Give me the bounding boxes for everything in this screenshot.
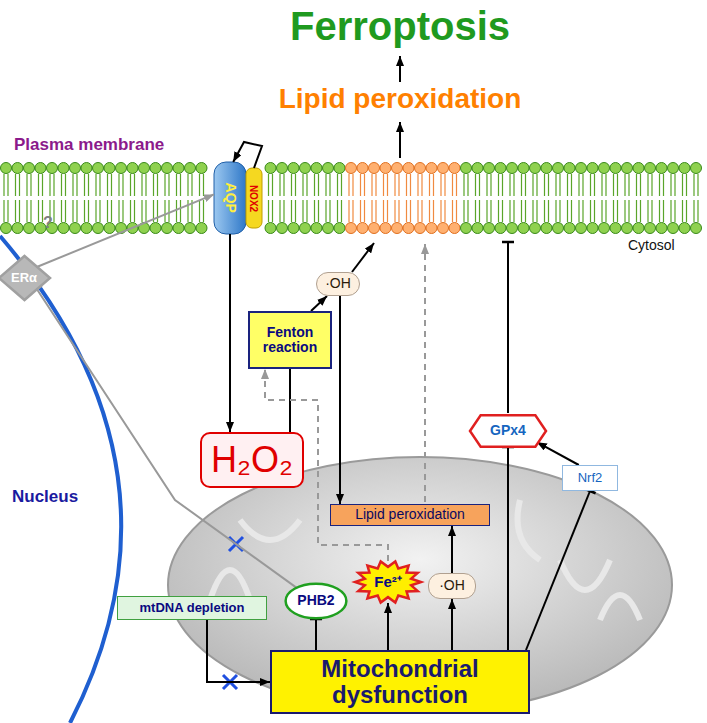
cristae [210, 500, 640, 620]
inhibition-line [507, 242, 509, 413]
label-text: Plasma membrane [14, 136, 164, 155]
process-box: mtDNA depletion [117, 596, 267, 620]
molecule-box: H₂O₂ [200, 432, 304, 488]
arrow [352, 243, 374, 272]
node-text: AQP [222, 183, 237, 213]
label-text: Nucleus [12, 488, 78, 507]
node-text: GPx4 [490, 423, 526, 438]
inhibition-connector [507, 447, 509, 650]
arrow-connector [451, 526, 453, 573]
dashed-arrow [424, 244, 426, 502]
node-text: Nrf2 [578, 471, 603, 485]
mitochondrion [168, 457, 672, 713]
arrow [399, 56, 401, 82]
node-text: Mitochondrial dysfunction [278, 656, 522, 709]
node-text: ERα [11, 271, 37, 285]
enzyme-hexagon: GPx4 [470, 415, 546, 447]
node-text: Lipid peroxidation [355, 507, 465, 522]
phospholipid-bilayer [1, 163, 702, 234]
arrow-connector [229, 234, 231, 432]
factor-box: Nrf2 [562, 465, 618, 491]
process-box: Lipid peroxidation [330, 504, 490, 526]
label-text: Ferroptosis [290, 4, 510, 48]
nucleus-envelope [0, 236, 121, 723]
radical-pill: ·OH [316, 272, 360, 296]
arrow-connector [387, 603, 389, 650]
arrow-connector [311, 296, 327, 311]
label-text: ? [43, 214, 53, 232]
node-text: PHB2 [297, 593, 334, 608]
label-text: Lipid peroxidation [279, 84, 522, 115]
arrow-connector [339, 296, 341, 504]
node-text: Fe²⁺ [374, 574, 402, 591]
node-text: H₂O₂ [211, 440, 293, 480]
iron-star: Fe²⁺ [355, 561, 421, 603]
enzyme-label: NOX2 [246, 168, 262, 228]
arrow-connector [233, 142, 262, 168]
arrow-connector [37, 194, 214, 267]
arrow-connector [451, 599, 453, 650]
node-text: ·OH [325, 276, 351, 291]
arrow-connector [537, 442, 579, 465]
arrow [399, 122, 401, 158]
inhibition-connector [315, 619, 317, 650]
node-text: Fenton reaction [256, 325, 324, 356]
node-text: ·OH [439, 578, 465, 593]
process-box: Fenton reaction [248, 311, 332, 369]
channel-label: AQP [214, 162, 246, 234]
aqp-channel [214, 162, 246, 234]
arrow-connector [207, 620, 270, 682]
inhibition-connector [526, 491, 590, 650]
receptor-diamond: ERα [0, 256, 50, 300]
nox2-enzyme [246, 168, 262, 228]
process-box: Mitochondrial dysfunction [270, 650, 530, 714]
radical-pill: ·OH [428, 573, 476, 599]
node-text: NOX2 [249, 184, 260, 211]
node-text: mtDNA depletion [140, 601, 245, 615]
label-text: Cytosol [628, 238, 675, 253]
protein-ellipse: PHB2 [285, 583, 347, 619]
